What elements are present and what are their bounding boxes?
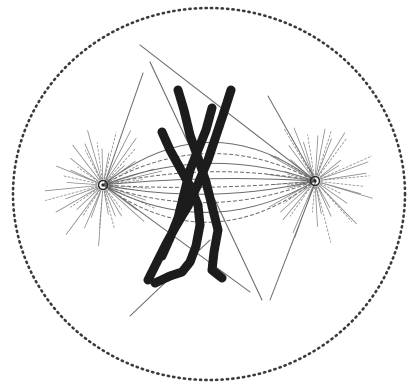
aster-ray	[321, 182, 364, 187]
aster-ray	[57, 166, 98, 183]
aster-ray	[71, 188, 99, 207]
aster-ray	[108, 189, 144, 221]
right-aster	[266, 128, 373, 242]
aster-ray	[107, 138, 137, 180]
left-aster	[45, 131, 162, 246]
aster-ray	[108, 165, 139, 182]
aster-ray	[308, 135, 315, 175]
aster-ray	[102, 149, 103, 179]
aster-ray	[316, 129, 325, 175]
aster-ray	[293, 187, 313, 233]
aster-ray	[46, 187, 98, 201]
aster-ray	[73, 145, 100, 180]
aster-ray	[319, 138, 347, 176]
